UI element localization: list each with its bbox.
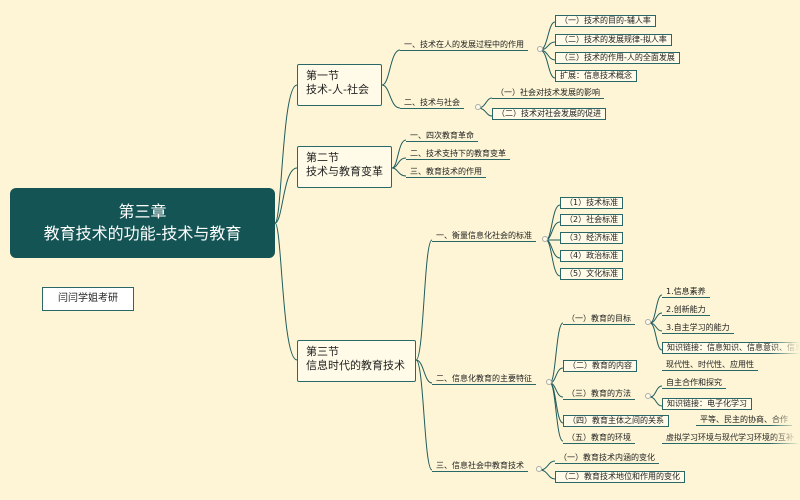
section-2-node[interactable]: 第二节 技术与教育变革 xyxy=(297,146,392,188)
s1-b1-item-2[interactable]: （二）技术的发展规律-拟人率 xyxy=(555,34,672,46)
collapse-toggle-icon[interactable] xyxy=(537,46,543,52)
collapse-toggle-icon[interactable] xyxy=(645,319,651,325)
root-subtitle: 教育技术的功能-技术与教育 xyxy=(43,224,242,243)
s2-item-2[interactable]: 二、技术支持下的教育变革 xyxy=(406,149,510,160)
s3-b3-item-1[interactable]: （一）教育技术内涵的变化 xyxy=(555,453,659,464)
section-1-node[interactable]: 第一节 技术-人-社会 xyxy=(297,64,382,106)
s3-branch-3[interactable]: 三、信息社会中教育技术 xyxy=(432,461,528,472)
s3-method[interactable]: （三）教育的方法 xyxy=(563,389,635,400)
s2-item-1[interactable]: 一、四次教育革命 xyxy=(406,131,478,142)
s1-branch-2[interactable]: 二、技术与社会 xyxy=(400,98,464,109)
section-2-subtitle: 技术与教育变革 xyxy=(306,165,383,178)
s3-environment-item[interactable]: 虚拟学习环境与现代学习环境的互补 xyxy=(662,433,798,444)
s3-goal[interactable]: （一）教育的目标 xyxy=(563,314,635,325)
section-3-node[interactable]: 第三节 信息时代的教育技术 xyxy=(297,340,416,382)
collapse-toggle-icon[interactable] xyxy=(645,393,651,399)
s3-relation-item[interactable]: 平等、民主的协商、合作 xyxy=(696,415,792,426)
s1-b1-item-4[interactable]: 扩展：信息技术概念 xyxy=(555,70,637,82)
s3-branch-2[interactable]: 二、信息化教育的主要特征 xyxy=(432,374,536,385)
s3-method-item-2[interactable]: 知识链接：电子化学习 xyxy=(662,398,752,410)
author-tag: 闫闫学姐考研 xyxy=(42,287,134,311)
s3-relation[interactable]: （四）教育主体之间的关系 xyxy=(563,415,669,427)
section-3-subtitle: 信息时代的教育技术 xyxy=(306,359,405,372)
s3-method-item-1[interactable]: 自主合作和探究 xyxy=(662,378,726,389)
section-3-title: 第三节 xyxy=(306,345,339,358)
s3-goal-item-4[interactable]: 知识链接：信息知识、信息意识、信息 xyxy=(662,342,800,354)
section-1-subtitle: 技术-人-社会 xyxy=(306,83,369,96)
s3-environment[interactable]: （五）教育的环境 xyxy=(563,433,635,444)
s3-b1-item-1[interactable]: （1）技术标准 xyxy=(560,197,624,209)
s3-content[interactable]: （二）教育的内容 xyxy=(563,360,637,372)
s1-branch-1[interactable]: 一、技术在人的发展过程中的作用 xyxy=(400,40,528,51)
s3-b1-item-4[interactable]: （4）政治标准 xyxy=(560,250,624,262)
right-edge-fade xyxy=(770,0,800,500)
root-title: 第三章 xyxy=(118,202,167,221)
s3-b1-item-2[interactable]: （2）社会标准 xyxy=(560,214,624,226)
s1-b2-item-1[interactable]: （一）社会对技术发展的影响 xyxy=(492,88,604,99)
s3-b1-item-5[interactable]: （5）文化标准 xyxy=(560,268,624,280)
collapse-toggle-icon[interactable] xyxy=(536,466,542,472)
collapse-toggle-icon[interactable] xyxy=(542,236,548,242)
s2-item-3[interactable]: 三、教育技术的作用 xyxy=(406,167,486,178)
root-node[interactable]: 第三章 教育技术的功能-技术与教育 xyxy=(10,188,275,258)
s1-b2-item-2[interactable]: （二）技术对社会发展的促进 xyxy=(492,108,606,120)
section-2-title: 第二节 xyxy=(306,151,339,164)
collapse-toggle-icon[interactable] xyxy=(475,104,481,110)
section-1-title: 第一节 xyxy=(306,69,339,82)
s3-goal-item-1[interactable]: 1.信息素养 xyxy=(662,287,710,298)
s3-goal-item-3[interactable]: 3.自主学习的能力 xyxy=(662,323,734,334)
s1-b1-item-3[interactable]: （三）技术的作用-人的全面发展 xyxy=(555,52,680,64)
s3-content-item[interactable]: 现代性、时代性、应用性 xyxy=(662,360,758,371)
s1-b1-item-1[interactable]: （一）技术的目的-辅人率 xyxy=(555,15,656,27)
s3-branch-1[interactable]: 一、衡量信息化社会的标准 xyxy=(432,231,536,242)
s3-goal-item-2[interactable]: 2.创新能力 xyxy=(662,305,710,316)
collapse-toggle-icon[interactable] xyxy=(546,379,552,385)
s3-b1-item-3[interactable]: （3）经济标准 xyxy=(560,232,624,244)
s3-b3-item-2[interactable]: （二）教育技术地位和作用的变化 xyxy=(555,471,685,483)
